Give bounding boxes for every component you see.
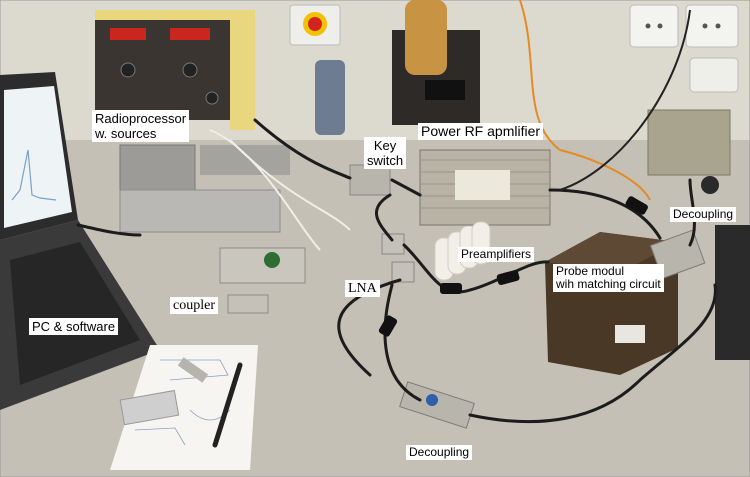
label-probe-line2: wih matching circuit — [556, 277, 661, 291]
label-power-rf-amplifier: Power RF apmlifier — [418, 123, 544, 140]
label-radioprocessor: Radioprocessor w. sources — [92, 110, 190, 142]
vacuum-tube — [315, 60, 345, 135]
label-decoupling-right: Decoupling — [670, 207, 737, 222]
coupler-box — [219, 247, 306, 284]
wall-socket-icon — [685, 4, 739, 48]
label-pc-software: PC & software — [29, 318, 119, 335]
label-preamplifiers: Preamplifiers — [458, 247, 535, 262]
coupler-device — [227, 294, 269, 314]
pen-icon — [212, 362, 243, 448]
label-decoupling-bottom: Decoupling — [406, 445, 473, 460]
label-key-switch: Key switch — [364, 137, 407, 169]
label-radioprocessor-line1: Radioprocessor — [95, 111, 187, 126]
wall-switch-icon — [689, 57, 739, 93]
label-probe-module: Probe modul wih matching circuit — [553, 264, 664, 292]
key-switch-device — [349, 164, 391, 196]
label-coupler: coupler — [170, 297, 218, 314]
label-key-switch-line2: switch — [367, 153, 404, 168]
lna-device — [381, 233, 405, 255]
label-key-switch-line1: Key — [373, 138, 397, 153]
dark-enclosure — [715, 225, 750, 360]
label-probe-line1: Probe modul — [556, 264, 625, 278]
label-radioprocessor-line2: w. sources — [95, 126, 157, 141]
label-lna: LNA — [345, 280, 380, 297]
paper-sheet — [110, 345, 258, 470]
wall-socket-icon — [629, 4, 679, 48]
grey-enclosure — [119, 189, 281, 233]
beige-module — [647, 109, 731, 176]
